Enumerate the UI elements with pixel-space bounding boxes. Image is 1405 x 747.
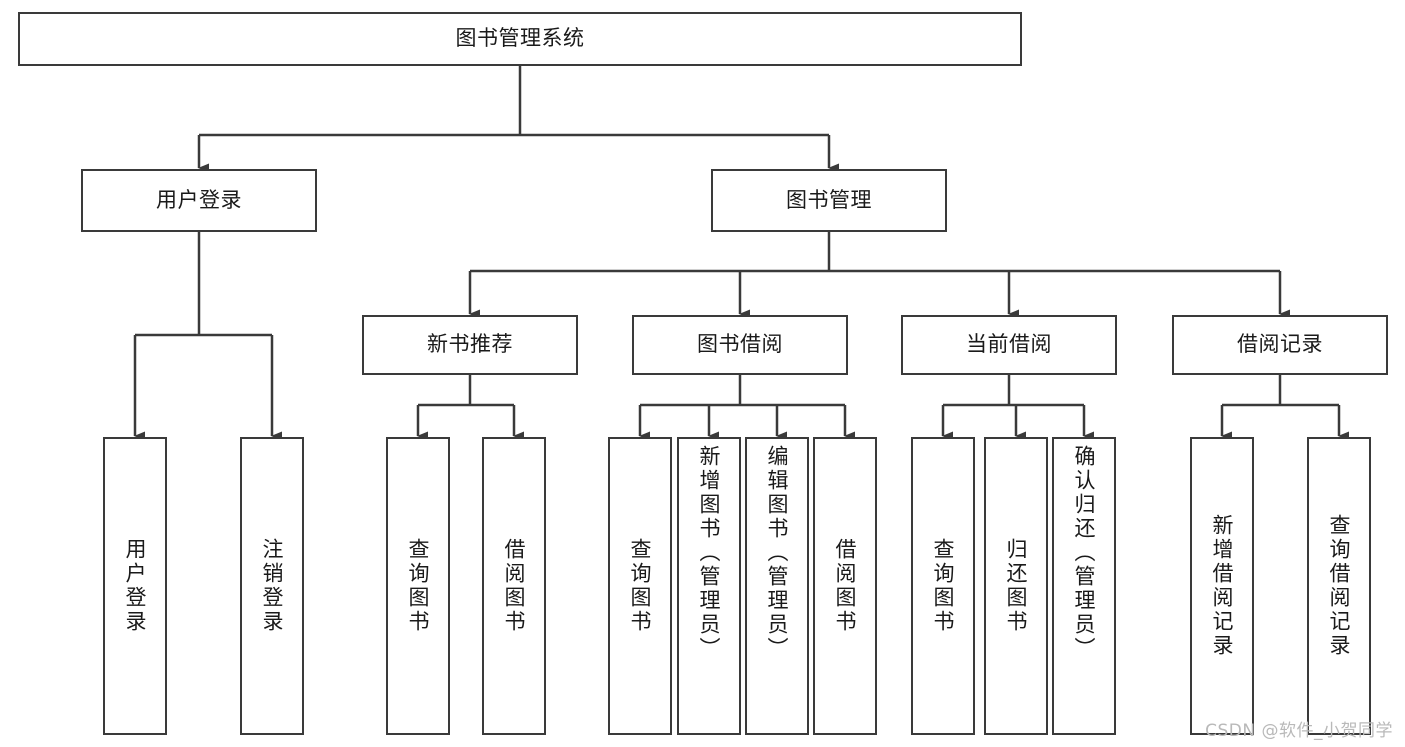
node-leaf-add-book-admin[interactable]: 新增图书（管理员） — [677, 437, 741, 735]
node-leaf-query-book-2[interactable]: 查询图书 — [608, 437, 672, 735]
node-book-management[interactable]: 图书管理 — [711, 169, 947, 232]
node-label-leaf-borrow-book-2: 借阅图书 — [833, 538, 858, 634]
node-leaf-confirm-return-admin[interactable]: 确认归还（管理员） — [1052, 437, 1116, 735]
node-book-borrow[interactable]: 图书借阅 — [632, 315, 848, 375]
node-label-current-borrow: 当前借阅 — [966, 332, 1052, 357]
node-label-book-management: 图书管理 — [786, 187, 872, 212]
node-label-leaf-return-book: 归还图书 — [1004, 538, 1029, 634]
node-leaf-user-login[interactable]: 用户登录 — [103, 437, 167, 735]
node-label-leaf-query-borrow-record: 查询借阅记录 — [1327, 514, 1352, 658]
node-user-login[interactable]: 用户登录 — [81, 169, 317, 232]
node-leaf-logout[interactable]: 注销登录 — [240, 437, 304, 735]
node-label-leaf-query-book-3: 查询图书 — [931, 538, 956, 634]
node-label-borrow-record: 借阅记录 — [1237, 332, 1323, 357]
node-leaf-query-borrow-record[interactable]: 查询借阅记录 — [1307, 437, 1371, 735]
node-label-leaf-query-book-1: 查询图书 — [406, 538, 431, 634]
node-label-leaf-borrow-book-1: 借阅图书 — [502, 538, 527, 634]
node-label-root: 图书管理系统 — [455, 26, 585, 51]
node-label-leaf-confirm-return-admin: 确认归还（管理员） — [1072, 445, 1097, 661]
node-leaf-query-book-3[interactable]: 查询图书 — [911, 437, 975, 735]
node-label-book-borrow: 图书借阅 — [697, 332, 783, 357]
node-label-leaf-user-login: 用户登录 — [123, 538, 148, 634]
node-leaf-return-book[interactable]: 归还图书 — [984, 437, 1048, 735]
node-label-leaf-add-book-admin: 新增图书（管理员） — [697, 445, 722, 661]
node-label-leaf-add-borrow-record: 新增借阅记录 — [1210, 514, 1235, 658]
node-label-leaf-edit-book-admin: 编辑图书（管理员） — [765, 445, 790, 661]
node-root[interactable]: 图书管理系统 — [18, 12, 1022, 66]
node-current-borrow[interactable]: 当前借阅 — [901, 315, 1117, 375]
node-borrow-record[interactable]: 借阅记录 — [1172, 315, 1388, 375]
node-leaf-borrow-book-1[interactable]: 借阅图书 — [482, 437, 546, 735]
node-leaf-edit-book-admin[interactable]: 编辑图书（管理员） — [745, 437, 809, 735]
node-new-book-recommend[interactable]: 新书推荐 — [362, 315, 578, 375]
node-label-leaf-query-book-2: 查询图书 — [628, 538, 653, 634]
node-leaf-add-borrow-record[interactable]: 新增借阅记录 — [1190, 437, 1254, 735]
node-leaf-query-book-1[interactable]: 查询图书 — [386, 437, 450, 735]
node-label-leaf-logout: 注销登录 — [260, 538, 285, 634]
node-leaf-borrow-book-2[interactable]: 借阅图书 — [813, 437, 877, 735]
node-label-new-book-recommend: 新书推荐 — [427, 332, 513, 357]
node-label-user-login: 用户登录 — [156, 187, 242, 212]
